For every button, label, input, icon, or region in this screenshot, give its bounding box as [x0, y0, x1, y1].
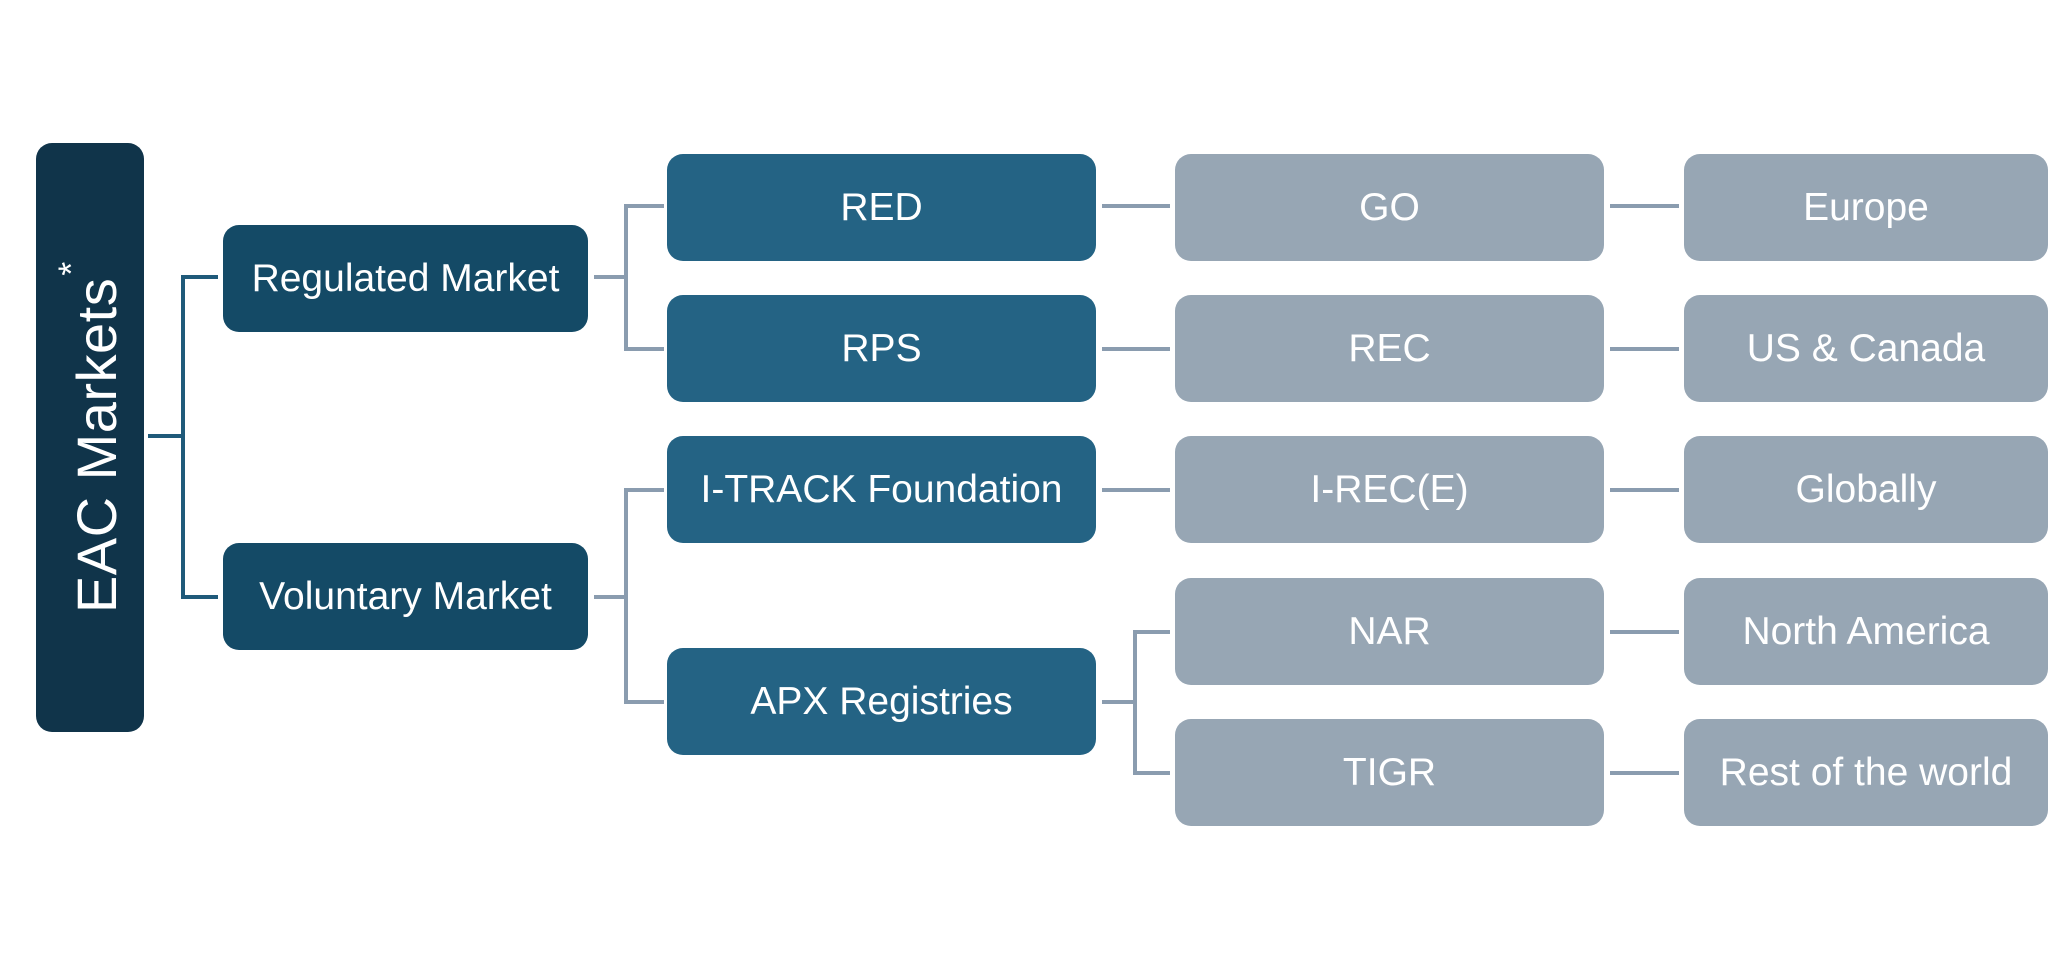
node-rest-of-the-world-label: Rest of the world: [1719, 750, 2013, 794]
node-rec-label: REC: [1348, 326, 1431, 370]
node-regulated-market: Regulated Market: [223, 225, 588, 332]
node-irec-e: I-REC(E): [1175, 436, 1604, 543]
node-itrack-foundation-label: I-TRACK Foundation: [700, 467, 1063, 511]
node-red: RED: [667, 154, 1096, 261]
node-europe: Europe: [1684, 154, 2048, 261]
node-irec-e-label: I-REC(E): [1310, 467, 1469, 511]
node-north-america-label: North America: [1742, 609, 1990, 653]
node-regulated-market-label: Regulated Market: [251, 256, 560, 300]
node-tigr: TIGR: [1175, 719, 1604, 826]
node-globally: Globally: [1684, 436, 2048, 543]
node-globally-label: Globally: [1795, 467, 1937, 511]
node-go-label: GO: [1359, 185, 1420, 229]
node-rps-label: RPS: [841, 326, 922, 370]
root-node-footnote-marker: *: [50, 261, 92, 277]
node-voluntary-market-label: Voluntary Market: [259, 574, 552, 618]
node-itrack-foundation: I-TRACK Foundation: [667, 436, 1096, 543]
node-north-america: North America: [1684, 578, 2048, 685]
node-us-canada: US & Canada: [1684, 295, 2048, 402]
node-tigr-label: TIGR: [1342, 750, 1437, 794]
root-node-label: EAC Markets*: [51, 262, 129, 614]
node-voluntary-market: Voluntary Market: [223, 543, 588, 650]
node-apx-registries: APX Registries: [667, 648, 1096, 755]
root-node-eac-markets: EAC Markets*: [36, 143, 144, 732]
node-nar: NAR: [1175, 578, 1604, 685]
node-nar-label: NAR: [1348, 609, 1431, 653]
node-us-canada-label: US & Canada: [1746, 326, 1986, 370]
node-go: GO: [1175, 154, 1604, 261]
node-europe-label: Europe: [1803, 185, 1929, 229]
node-rps: RPS: [667, 295, 1096, 402]
node-rest-of-the-world: Rest of the world: [1684, 719, 2048, 826]
node-red-label: RED: [840, 185, 923, 229]
node-rec: REC: [1175, 295, 1604, 402]
node-apx-registries-label: APX Registries: [750, 679, 1013, 723]
root-node-text: EAC Markets: [65, 278, 129, 614]
